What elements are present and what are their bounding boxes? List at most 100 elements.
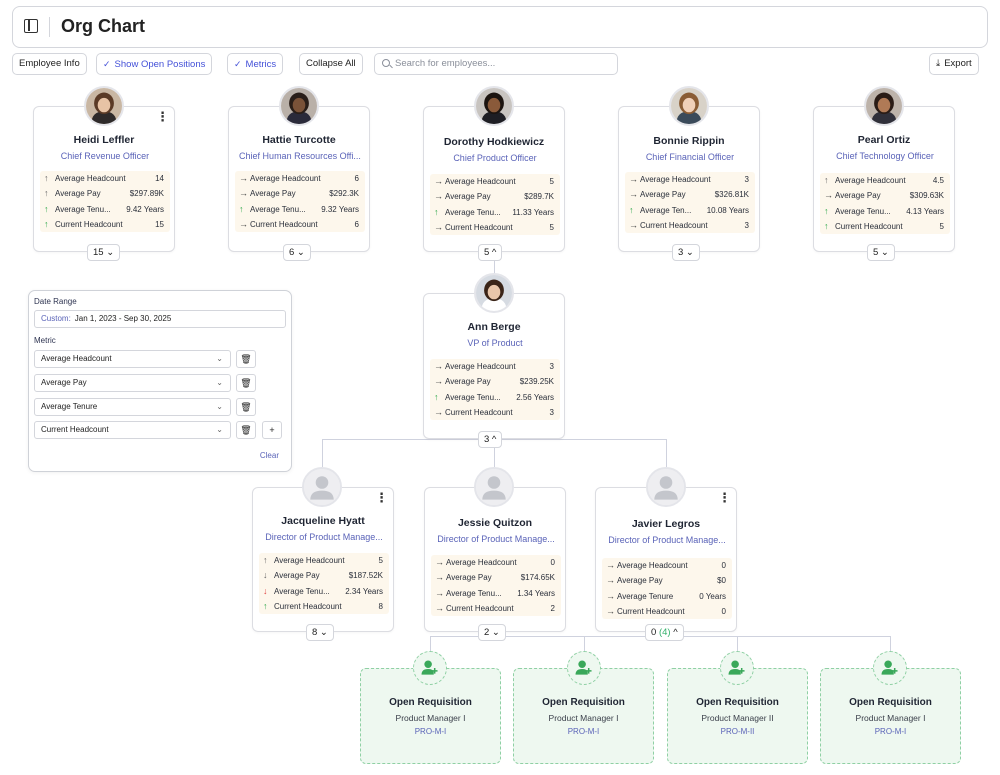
employee-title: Chief Human Resources Offi... <box>239 151 361 161</box>
show-open-positions-toggle[interactable]: ✓Show Open Positions <box>96 53 213 75</box>
employee-title: Chief Financial Officer <box>645 152 735 162</box>
employee-card[interactable]: Pearl Ortiz Chief Technology Officer ↑Av… <box>813 106 955 252</box>
metric-row: ↑Average Tenu...11.33 Years <box>430 205 560 220</box>
metric-row: ↓Average Tenu...2.34 Years <box>259 584 389 599</box>
trend-flat-icon: → <box>434 406 443 417</box>
metric-row: →Average Pay$239.25K <box>430 374 560 389</box>
employee-name: Bonnie Rippin <box>653 135 725 147</box>
more-options-icon[interactable]: ⋮ <box>375 490 388 505</box>
metric-select[interactable]: Average Headcount⌄ <box>34 350 231 368</box>
trash-icon: 🗑 <box>240 378 252 388</box>
delete-metric-button[interactable]: 🗑 <box>236 398 256 416</box>
sidebar-toggle-icon[interactable] <box>24 19 38 33</box>
more-options-icon[interactable]: ⋮ <box>156 109 169 124</box>
export-button[interactable]: ⤓Export <box>929 53 979 75</box>
expand-reports-button[interactable]: 15 ⌄ <box>87 244 121 261</box>
employee-card[interactable]: ⋮ Javier Legros Director of Product Mana… <box>595 487 737 632</box>
employee-title: Chief Technology Officer <box>836 151 934 161</box>
add-metric-button[interactable]: + <box>262 421 282 439</box>
delete-metric-button[interactable]: 🗑 <box>236 374 256 392</box>
chevron-down-icon: ⌄ <box>216 402 223 411</box>
expand-reports-button[interactable]: 6 ⌄ <box>283 244 311 261</box>
trend-up-icon: ↑ <box>824 220 829 231</box>
search-input[interactable]: Search for employees... <box>374 53 618 75</box>
metric-row: ↑Average Pay$297.89K <box>40 186 170 201</box>
metric-select[interactable]: Current Headcount⌄ <box>34 421 231 439</box>
clear-button[interactable]: Clear <box>259 451 279 460</box>
collapse-reports-button[interactable]: 3 ^ <box>478 431 503 448</box>
employee-info-button[interactable]: Employee Info <box>12 53 87 75</box>
chevron-down-icon: ⌄ <box>216 425 223 434</box>
employee-card[interactable]: Jessie Quitzon Director of Product Manag… <box>424 487 566 632</box>
employee-card[interactable]: Bonnie Rippin Chief Financial Officer →A… <box>618 106 760 252</box>
metric-select[interactable]: Average Tenure⌄ <box>34 398 231 416</box>
metrics-toggle[interactable]: ✓Metrics <box>227 53 284 75</box>
more-options-icon[interactable]: ⋮ <box>718 490 731 505</box>
chevron-down-icon: ⌄ <box>216 354 223 363</box>
connector-line <box>430 636 431 652</box>
employee-title: Director of Product Manage... <box>265 532 383 542</box>
connector-line <box>666 439 667 467</box>
date-range-input[interactable]: Custom:Jan 1, 2023 - Sep 30, 2025 <box>34 310 286 328</box>
delete-metric-button[interactable]: 🗑 <box>236 421 256 439</box>
metric-row: →Average Tenu...1.34 Years <box>431 586 561 601</box>
employee-card[interactable]: Ann Berge VP of Product →Average Headcou… <box>423 293 565 439</box>
employee-name: Pearl Ortiz <box>857 134 911 146</box>
plus-icon: + <box>269 425 275 435</box>
collapse-reports-button[interactable]: 5 ^ <box>478 244 503 261</box>
requisition-title: Open Requisition <box>542 697 625 708</box>
connector-line <box>584 636 585 652</box>
connector-line <box>890 636 891 652</box>
connector-line <box>322 439 323 467</box>
employee-title: VP of Product <box>467 338 523 348</box>
expand-reports-button[interactable]: 5 ⌄ <box>867 244 895 261</box>
trend-flat-icon: → <box>434 176 443 186</box>
employee-card[interactable]: ⋮ Jacqueline Hyatt Director of Product M… <box>252 487 394 632</box>
metric-row: →Average Pay$289.7K <box>430 189 560 204</box>
delete-metric-button[interactable]: 🗑 <box>236 350 256 368</box>
trend-flat-icon: → <box>435 572 444 583</box>
employee-name: Jessie Quitzon <box>457 517 533 529</box>
employee-card[interactable]: Dorothy Hodkiewicz Chief Product Officer… <box>423 106 565 252</box>
requisition-code: PRO-M-I <box>567 727 600 736</box>
collapse-all-button[interactable]: Collapse All <box>299 53 363 75</box>
metric-select[interactable]: Average Pay⌄ <box>34 374 231 392</box>
expand-reports-button[interactable]: 3 ⌄ <box>672 244 700 261</box>
employee-card[interactable]: ⋮ Heidi Leffler Chief Revenue Officer ↑A… <box>33 106 175 252</box>
metric-row: →Average Pay$174.65K <box>431 570 561 585</box>
avatar <box>669 86 709 126</box>
open-requisition-card[interactable]: Open Requisition Product Manager II PRO-… <box>667 668 808 764</box>
search-icon <box>382 59 390 67</box>
trend-up-icon: ↑ <box>44 203 49 214</box>
collapse-reports-button[interactable]: 0 (4) ^ <box>645 624 684 641</box>
trend-flat-icon: → <box>629 219 638 230</box>
requisition-position: Product Manager I <box>395 713 466 723</box>
employee-card[interactable]: Hattie Turcotte Chief Human Resources Of… <box>228 106 370 252</box>
trend-up-icon: ↑ <box>239 203 244 214</box>
requisition-position: Product Manager II <box>701 713 774 723</box>
connector-line <box>494 444 495 454</box>
trend-up-icon: ↑ <box>263 555 268 565</box>
trend-up-icon: ↑ <box>434 391 439 402</box>
check-icon: ✓ <box>103 59 111 69</box>
trend-flat-icon: → <box>239 173 248 183</box>
expand-reports-button[interactable]: 8 ⌄ <box>306 624 334 641</box>
avatar <box>84 86 124 126</box>
employee-name: Jacqueline Hyatt <box>281 515 365 527</box>
expand-reports-button[interactable]: 2 ⌄ <box>478 624 506 641</box>
